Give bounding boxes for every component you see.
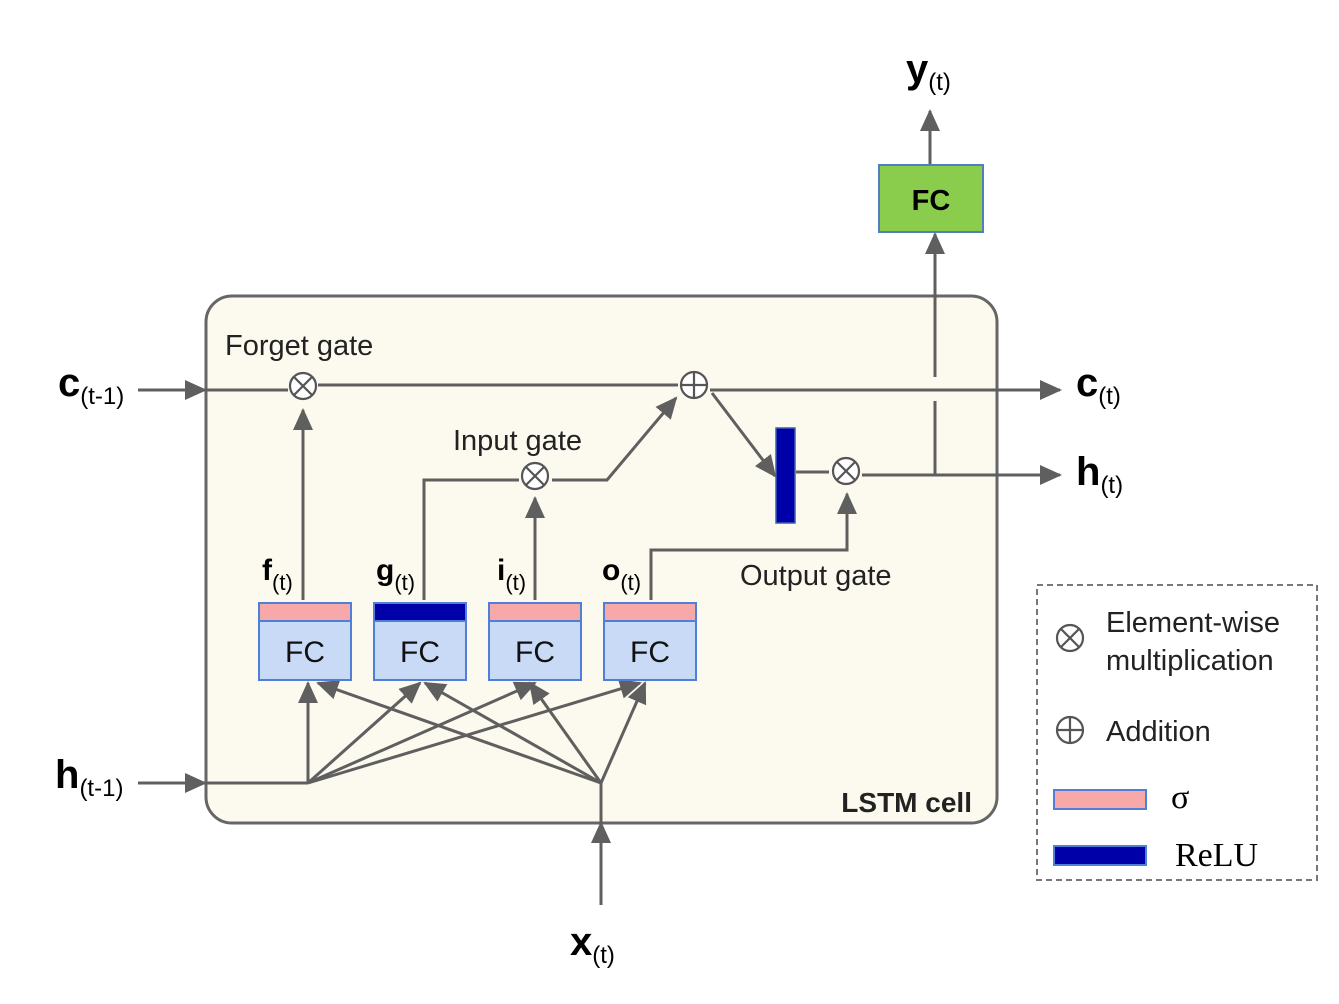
legend-box (1036, 584, 1318, 881)
x-to-fc-g (423, 681, 602, 785)
fc-label: FC (285, 636, 325, 669)
h-to-fc-i (307, 681, 537, 785)
legend-mult-line1: Element-wise (1106, 607, 1280, 639)
x-to-fc-f (316, 680, 602, 785)
h-to-fc-o (307, 679, 642, 785)
legend-relu-swatch (1053, 845, 1147, 866)
legend: Element-wise multiplication Addition σ R… (1036, 584, 1318, 881)
legend-relu-label: ReLU (1175, 837, 1258, 874)
g-to-input (422, 478, 519, 600)
gate-fc-o: FC (603, 602, 697, 681)
input-multiply-icon (520, 461, 550, 491)
c-out-label: c(t) (1076, 361, 1121, 410)
legend-addition-icon (1055, 715, 1085, 745)
gate-label-i: i(t) (497, 554, 526, 595)
x-label: x(t) (570, 920, 615, 969)
c-prev-label: c(t-1) (58, 361, 124, 410)
fc-label: FC (630, 636, 670, 669)
fc-label: FC (515, 636, 555, 669)
legend-add-label: Addition (1106, 716, 1211, 748)
addition-icon (679, 370, 709, 400)
x-to-fc-o (599, 681, 647, 784)
y-out-label: y(t) (906, 47, 951, 96)
forget-multiply-icon (288, 371, 318, 401)
add-to-relu (710, 392, 777, 478)
x-to-fc-i (528, 681, 603, 784)
h-prev-label: h(t-1) (55, 753, 123, 802)
input-gate-label: Input gate (453, 425, 582, 457)
lstm-cell-label: LSTM cell (841, 787, 972, 818)
forget-gate-label: Forget gate (225, 330, 373, 362)
input-to-add (552, 396, 678, 482)
gate-label-f: f(t) (262, 554, 293, 595)
legend-multiply-icon (1055, 623, 1085, 653)
fc-label: FC (400, 636, 440, 669)
gate-fc-g: FC (373, 602, 467, 681)
gate-label-o: o(t) (602, 554, 641, 595)
o-to-outmul (649, 492, 857, 600)
output-gate-label: Output gate (740, 560, 892, 592)
gate-label-g: g(t) (376, 554, 415, 595)
h-to-fc-g (307, 681, 422, 785)
gate-fc-f: FC (258, 602, 352, 681)
gate-fc-i: FC (488, 602, 582, 681)
h-out-label: h(t) (1076, 450, 1123, 499)
output-fc-label: FC (912, 185, 951, 217)
output-fc-box (878, 164, 984, 233)
legend-sigma-label: σ (1171, 779, 1189, 816)
output-multiply-icon (831, 456, 861, 486)
cell-relu-bar (775, 427, 796, 524)
legend-sigma-swatch (1053, 789, 1147, 810)
legend-mult-line2: multiplication (1106, 645, 1274, 677)
